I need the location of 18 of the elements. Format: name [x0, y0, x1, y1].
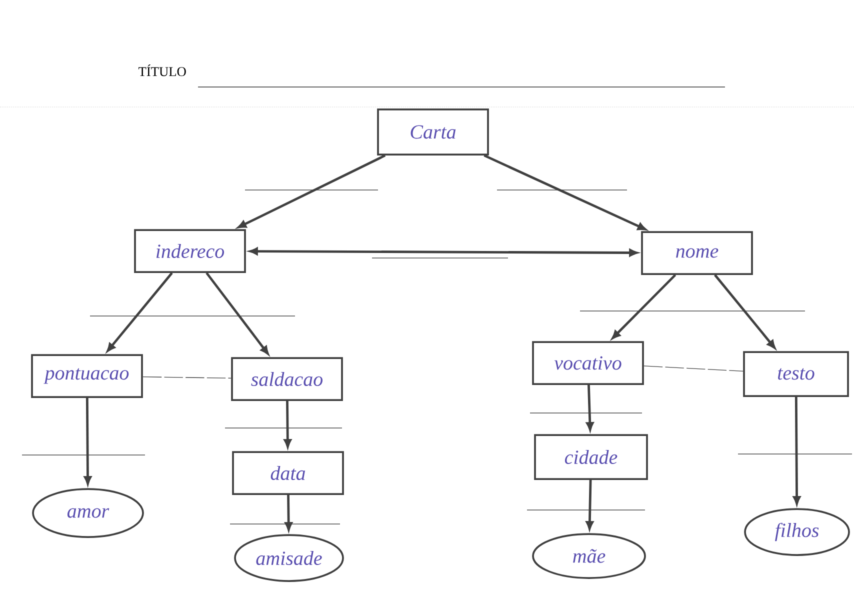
concept-box: indereco — [134, 229, 246, 273]
arrow — [238, 154, 386, 228]
arrow — [714, 274, 776, 349]
concept-box: saldacao — [231, 357, 343, 401]
concept-box: nome — [641, 231, 753, 275]
concept-box: testo — [743, 351, 849, 397]
title-label: TÍTULO — [138, 64, 186, 76]
concept-box: Carta — [377, 108, 489, 156]
concept-box: pontuacao — [31, 354, 143, 398]
arrow — [484, 154, 646, 230]
arrow — [612, 274, 676, 339]
concept-box: vocativo — [532, 341, 644, 385]
connector-line — [142, 376, 232, 378]
concept-box: cidade — [534, 434, 648, 480]
arrow — [206, 272, 269, 354]
arrow — [106, 272, 173, 352]
connector-line — [644, 366, 744, 372]
concept-box: data — [232, 451, 344, 495]
